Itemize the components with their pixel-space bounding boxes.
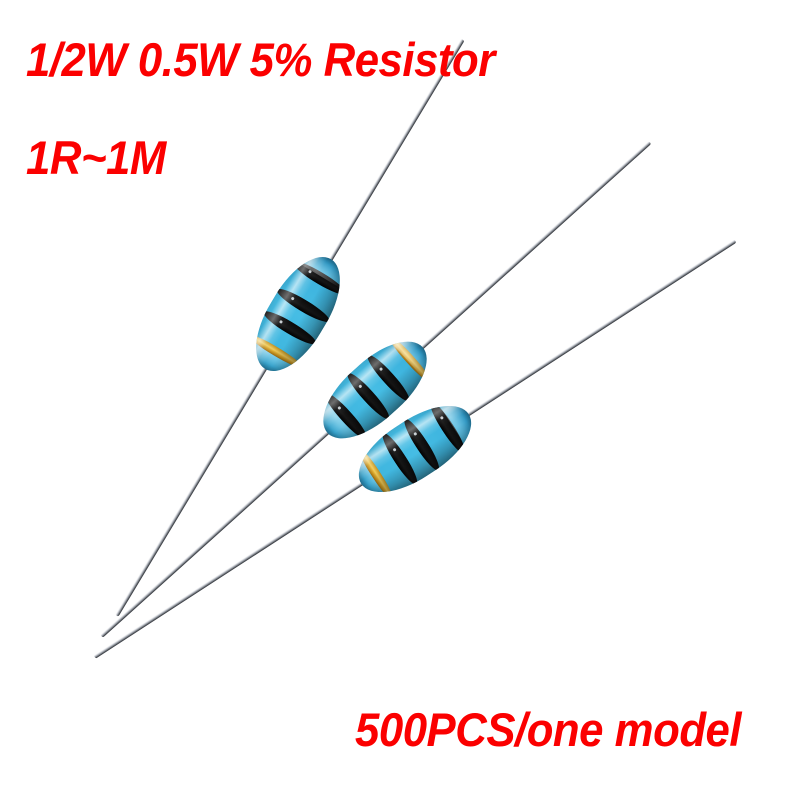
resistor-2-lead-left bbox=[100, 423, 338, 638]
resistor-3-band-black-3 bbox=[426, 399, 470, 457]
resistor-1-body bbox=[240, 244, 356, 384]
resistor-2-lead-right bbox=[412, 140, 652, 357]
resistor-3-lead-left bbox=[93, 475, 373, 659]
product-quantity-note: 500PCS/one model bbox=[355, 703, 742, 756]
product-resistance-range: 1R~1M bbox=[26, 131, 166, 184]
product-title-line-1: 1/2W 0.5W 5% Resistor bbox=[26, 33, 495, 86]
resistor-3-lead-right bbox=[457, 239, 737, 423]
resistor-1-band-black-3 bbox=[290, 257, 349, 299]
resistor-1-lead-left bbox=[114, 357, 273, 617]
